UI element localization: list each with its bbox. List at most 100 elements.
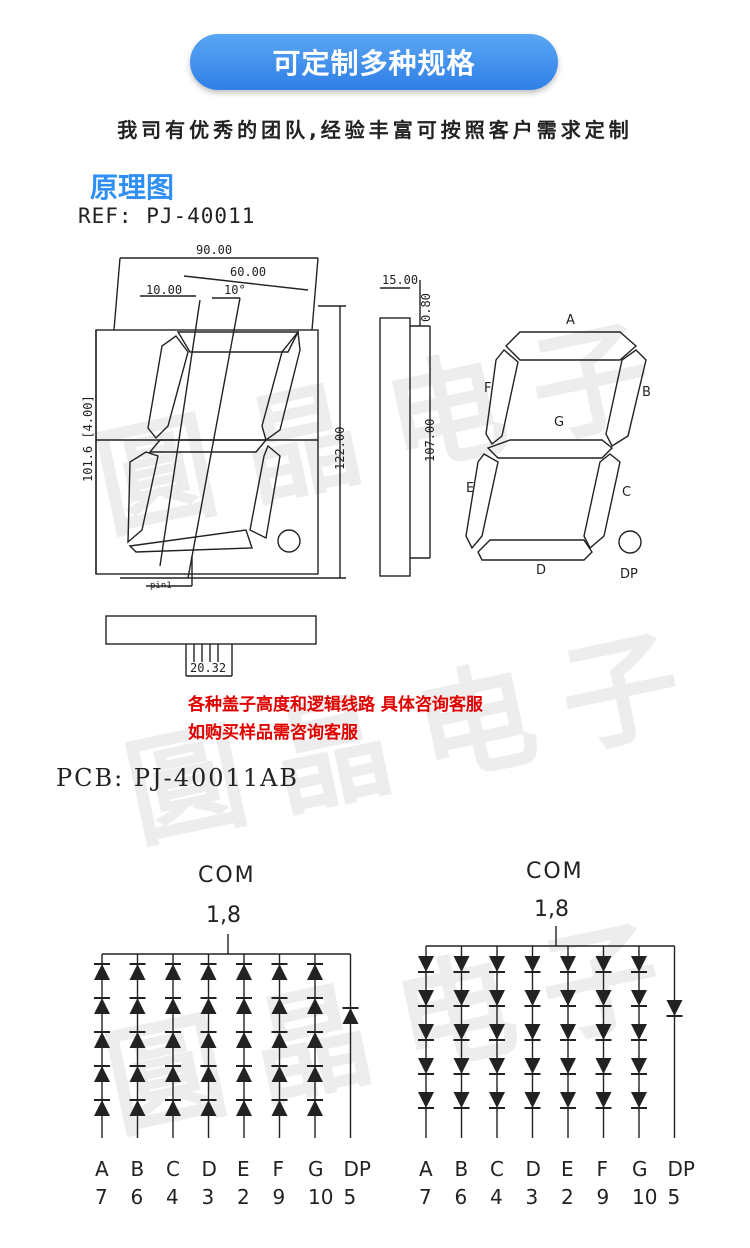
diode-icon — [165, 1032, 181, 1048]
diode-icon — [631, 1058, 647, 1074]
diode-icon — [560, 1092, 576, 1108]
diode-icon — [595, 1024, 612, 1040]
diode-icon — [271, 964, 288, 980]
diode-icon — [560, 1024, 576, 1040]
segment-letter: D — [526, 1157, 541, 1181]
segment-letter: B — [455, 1157, 469, 1181]
intro-text: 我司有优秀的团队,经验丰富可按照客户需求定制 — [117, 118, 633, 142]
pin-number: 9 — [273, 1185, 286, 1209]
diode-icon — [236, 1066, 252, 1082]
segment-letter: DP — [344, 1157, 371, 1181]
dim-seg-width: 60.00 — [230, 265, 266, 279]
diode-icon — [236, 1032, 252, 1048]
pin-number: 4 — [490, 1185, 503, 1209]
diode-icon — [631, 1024, 647, 1040]
diode-icon — [165, 964, 181, 980]
segment-letter: G — [632, 1157, 648, 1181]
pin1-label: pin1 — [150, 581, 172, 591]
seg-label-a: A — [566, 313, 575, 328]
diode-icon — [165, 1066, 181, 1082]
diode-icon — [489, 956, 505, 972]
diode-icon — [418, 990, 434, 1006]
diode-icon — [200, 1100, 217, 1116]
diode-icon — [631, 990, 647, 1006]
diode-icon — [342, 1008, 359, 1024]
diode-icon — [631, 956, 647, 972]
pin-number: 7 — [95, 1185, 108, 1209]
diode-icon — [524, 1058, 541, 1074]
diode-icon — [489, 1058, 505, 1074]
diode-icon — [560, 990, 576, 1006]
diode-icon — [489, 990, 505, 1006]
pin-number: 2 — [561, 1185, 574, 1209]
diode-icon — [271, 1100, 288, 1116]
diode-icon — [489, 1092, 505, 1108]
section-label: 原理图 — [90, 171, 175, 204]
pin-number: 5 — [668, 1185, 681, 1209]
seg-label-e: E — [466, 481, 474, 496]
diode-icon — [165, 998, 181, 1014]
diode-icon — [595, 1092, 612, 1108]
note-line-2: 如购买样品需咨询客服 — [188, 723, 358, 743]
dim-pin-pitch: 20.32 — [190, 661, 226, 675]
diode-icon — [165, 1100, 181, 1116]
pcb-label: PCB: PJ-40011AB — [56, 764, 300, 792]
diode-icon — [524, 990, 541, 1006]
diode-icon — [524, 956, 541, 972]
com-label-right: COM — [526, 859, 584, 884]
seg-label-d: D — [536, 563, 546, 578]
dim-height-side2: 107.00 — [423, 419, 437, 462]
seg-label-c: C — [622, 485, 631, 500]
diode-icon — [200, 1066, 217, 1082]
diode-icon — [666, 1000, 683, 1016]
diode-icon — [453, 1092, 470, 1108]
com-label-left: COM — [198, 863, 256, 888]
diode-icon — [307, 1032, 323, 1048]
segment-letter: DP — [668, 1157, 695, 1181]
segment-letter: C — [490, 1157, 504, 1181]
diode-icon — [94, 1100, 110, 1116]
diode-icon — [307, 964, 323, 980]
diode-icon — [560, 1058, 576, 1074]
diode-icon — [307, 998, 323, 1014]
diode-icon — [418, 1058, 434, 1074]
diode-icon — [307, 1066, 323, 1082]
ref-label: REF: PJ-40011 — [78, 204, 256, 228]
diode-icon — [418, 956, 434, 972]
dim-depth: 15.00 — [382, 273, 418, 287]
diode-icon — [595, 990, 612, 1006]
dp-circle — [277, 529, 301, 553]
segment-letter: A — [95, 1157, 109, 1181]
dim-width: 90.00 — [196, 243, 232, 257]
segment-letter: F — [597, 1157, 609, 1181]
dim-height-total: 122.00 — [333, 427, 347, 470]
diode-icon — [236, 1100, 252, 1116]
dim-depth-small: 0.80 — [419, 293, 433, 322]
dim-angle: 10° — [224, 283, 246, 297]
pin-number: 2 — [237, 1185, 250, 1209]
diode-icon — [560, 956, 576, 972]
diode-icon — [129, 998, 146, 1014]
seg-label-g: G — [554, 415, 564, 430]
diode-icon — [129, 1066, 146, 1082]
seg-label-b: B — [642, 385, 651, 400]
com-pins-left: 1,8 — [206, 903, 241, 928]
diode-icon — [94, 964, 110, 980]
diode-icon — [418, 1024, 434, 1040]
segment-letter: E — [237, 1157, 250, 1181]
diode-icon — [524, 1092, 541, 1108]
diode-icon — [94, 1066, 110, 1082]
diode-icon — [271, 998, 288, 1014]
diode-icon — [94, 998, 110, 1014]
segment-letter: E — [561, 1157, 574, 1181]
com-pins-right: 1,8 — [534, 897, 569, 922]
diode-icon — [271, 1066, 288, 1082]
pin-number: 4 — [166, 1185, 179, 1209]
diode-icon — [236, 998, 252, 1014]
segment-letter: C — [166, 1157, 180, 1181]
bottom-view-outline — [105, 615, 317, 645]
note-line-1: 各种盖子高度和逻辑线路 具体咨询客服 — [188, 695, 483, 715]
seg-label-dp: DP — [620, 567, 638, 582]
diode-icon — [453, 1058, 470, 1074]
digit-outline-left — [127, 330, 301, 553]
